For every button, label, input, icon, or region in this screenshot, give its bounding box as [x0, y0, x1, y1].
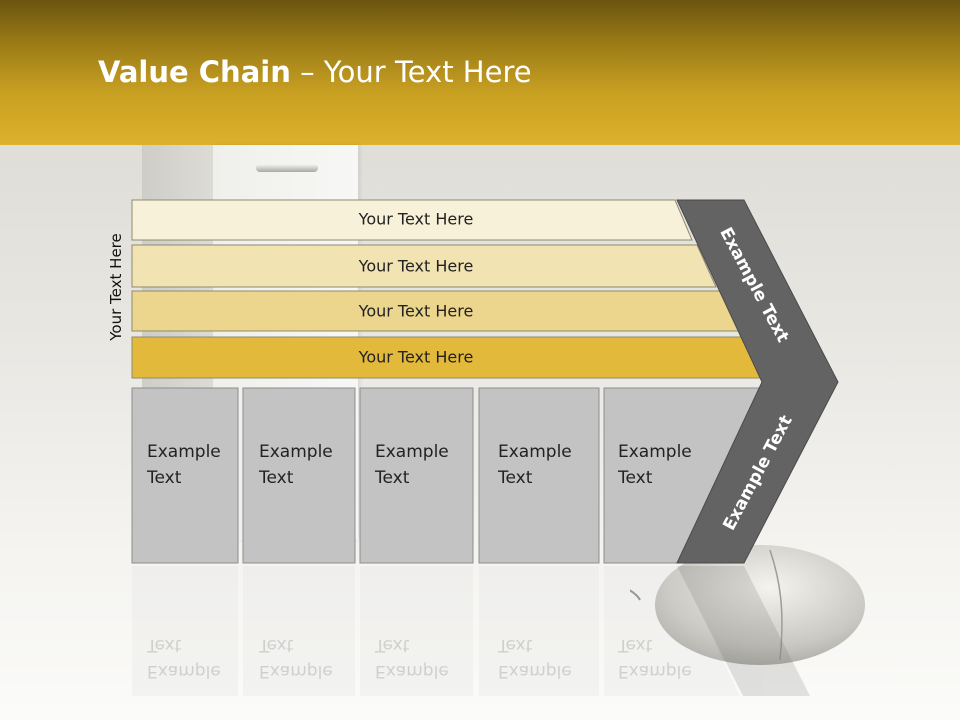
slide-title: Value Chain – Your Text Here: [98, 55, 532, 89]
box-1-shape: [131, 387, 239, 564]
row-4-label: Your Text Here: [358, 347, 474, 367]
reflection-shapes: [132, 566, 810, 696]
row-3-label: Your Text Here: [358, 301, 474, 321]
background-mouse-image: [630, 545, 865, 665]
box-2-shape: [242, 387, 356, 564]
title-rest: – Your Text Here: [290, 55, 532, 89]
box-3-shape: [359, 387, 474, 564]
box-4-shape: [478, 387, 600, 564]
chevron-shape: [676, 199, 839, 564]
row-1-label: Your Text Here: [358, 209, 474, 229]
title-bar: [0, 0, 960, 145]
row-1-shape: [131, 199, 693, 241]
title-bold: Value Chain: [98, 55, 291, 89]
row-2-shape: [131, 244, 717, 288]
row-2-label: Your Text Here: [358, 256, 474, 276]
cabinet-handle: [256, 164, 318, 172]
